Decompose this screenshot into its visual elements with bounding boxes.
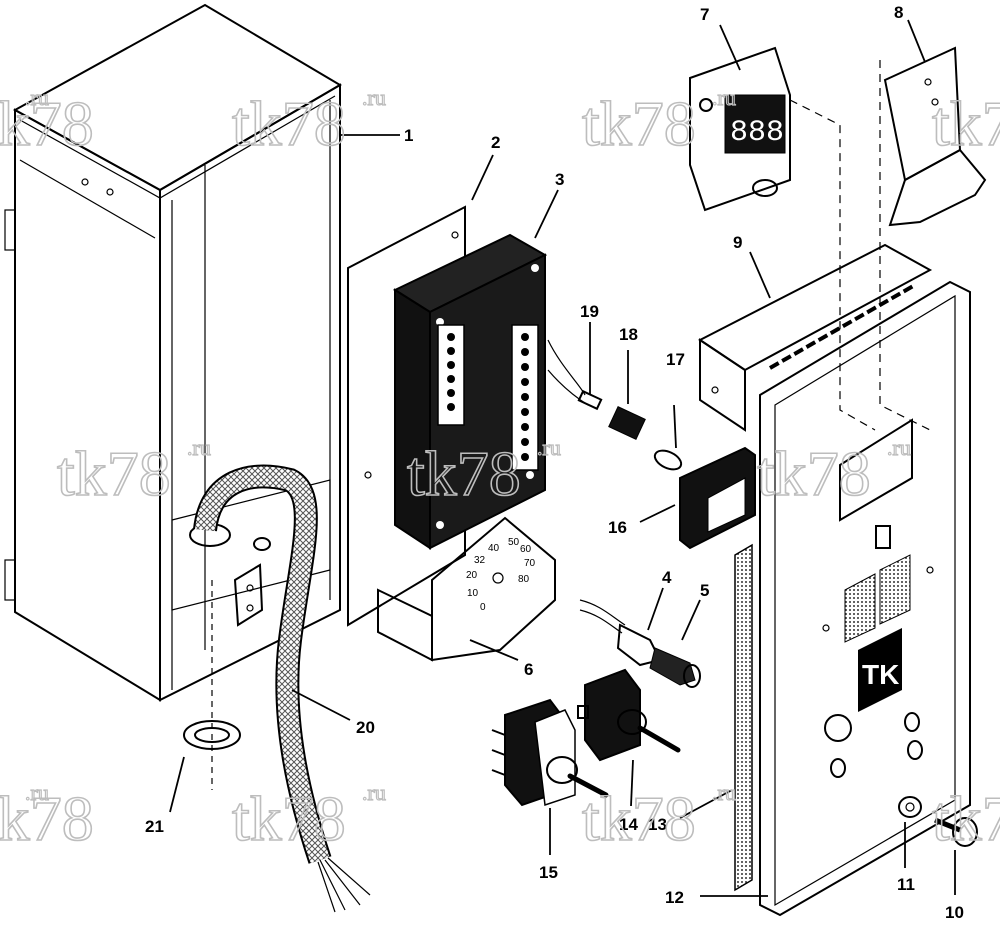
gasket-strip [734, 543, 753, 892]
watermark-text: tk78 [232, 783, 346, 854]
dial-label-20: 20 [466, 570, 478, 581]
callout-leaders [169, 19, 956, 897]
watermark-text: tk78 [582, 88, 696, 159]
watermark-suffix: .ru [187, 435, 211, 460]
enclosure-box [4, 3, 342, 702]
watermark-text: tk78 [0, 783, 94, 854]
hinge-top-piece [698, 243, 933, 432]
indicator-light [579, 599, 701, 688]
dial-label-60: 60 [520, 544, 532, 555]
lamp-bulb [653, 449, 683, 471]
watermark-text: tk78 [932, 88, 1000, 159]
dial-label-32: 32 [474, 555, 486, 566]
watermark-suffix: .ru [362, 780, 386, 805]
lamp-socket [608, 406, 646, 440]
callout-5: 5 [700, 581, 709, 600]
watermark-text: tk78 [757, 438, 871, 509]
callout-17: 17 [666, 350, 685, 369]
toggle-switch-large [491, 698, 609, 807]
callout-19: 19 [580, 302, 599, 321]
callout-3: 3 [555, 170, 564, 189]
callout-1: 1 [404, 126, 413, 145]
watermark-text: tk78 [932, 783, 1000, 854]
assembly-guide-lines [789, 60, 931, 431]
watermark-suffix: .ru [362, 85, 386, 110]
watermark-suffix: .ru [537, 435, 561, 460]
dial-label-50: 50 [508, 537, 520, 548]
logo-text: TK [862, 659, 899, 690]
control-board [392, 233, 548, 550]
callout-21: 21 [145, 817, 164, 836]
callout-12: 12 [665, 888, 684, 907]
callout-labels: 1 2 3 4 5 6 7 8 9 10 11 12 13 14 15 16 1… [145, 3, 964, 922]
callout-20: 20 [356, 718, 375, 737]
dial-label-40: 40 [488, 543, 500, 554]
callout-13: 13 [648, 815, 667, 834]
callout-6: 6 [524, 660, 533, 679]
top-bracket [883, 46, 987, 227]
digital-display-module: 888 [689, 46, 791, 212]
watermark-suffix: .ru [25, 85, 49, 110]
dial-label-10: 10 [467, 588, 479, 599]
callout-7: 7 [700, 5, 709, 24]
toggle-switch-small [577, 668, 681, 762]
callout-11: 11 [897, 875, 915, 894]
watermark-suffix: .ru [712, 85, 736, 110]
dial-label-80: 80 [518, 574, 530, 585]
back-plate [347, 205, 466, 627]
grommet [183, 580, 241, 790]
callout-9: 9 [733, 233, 742, 252]
watermark-suffix: .ru [25, 780, 49, 805]
screw-and-washer [898, 796, 978, 847]
dial-bracket: 0 10 20 32 40 50 60 70 80 [377, 516, 556, 662]
watermark-text: tk78 [0, 88, 94, 159]
watermark-suffix: .ru [712, 780, 736, 805]
watermark-text: tk78 [57, 438, 171, 509]
watermark-suffix: .ru [887, 435, 911, 460]
watermark-text: tk78 [407, 438, 521, 509]
front-door-panel: TK [759, 280, 971, 917]
display-digits: 888 [730, 116, 784, 150]
lamp-assembly [547, 339, 683, 471]
switch-housing [679, 446, 756, 550]
dial-label-0: 0 [480, 602, 486, 613]
terminal-strip-left [437, 324, 465, 426]
callout-10: 10 [945, 903, 964, 922]
watermark-text: tk78 [582, 783, 696, 854]
callout-4: 4 [662, 568, 672, 587]
tk-logo: TK [858, 628, 902, 712]
callout-8: 8 [894, 3, 903, 22]
callout-14: 14 [619, 815, 638, 834]
watermark-text: tk78 [232, 88, 346, 159]
callout-18: 18 [619, 325, 638, 344]
braided-cable [193, 464, 371, 913]
callout-2: 2 [491, 133, 500, 152]
watermarks: tk78 .ru tk78 .ru tk78 .ru tk78 tk78 .ru… [0, 84, 1000, 854]
callout-16: 16 [608, 518, 627, 537]
terminal-strip-right [511, 324, 539, 471]
callout-15: 15 [539, 863, 558, 882]
dial-label-70: 70 [524, 558, 536, 569]
